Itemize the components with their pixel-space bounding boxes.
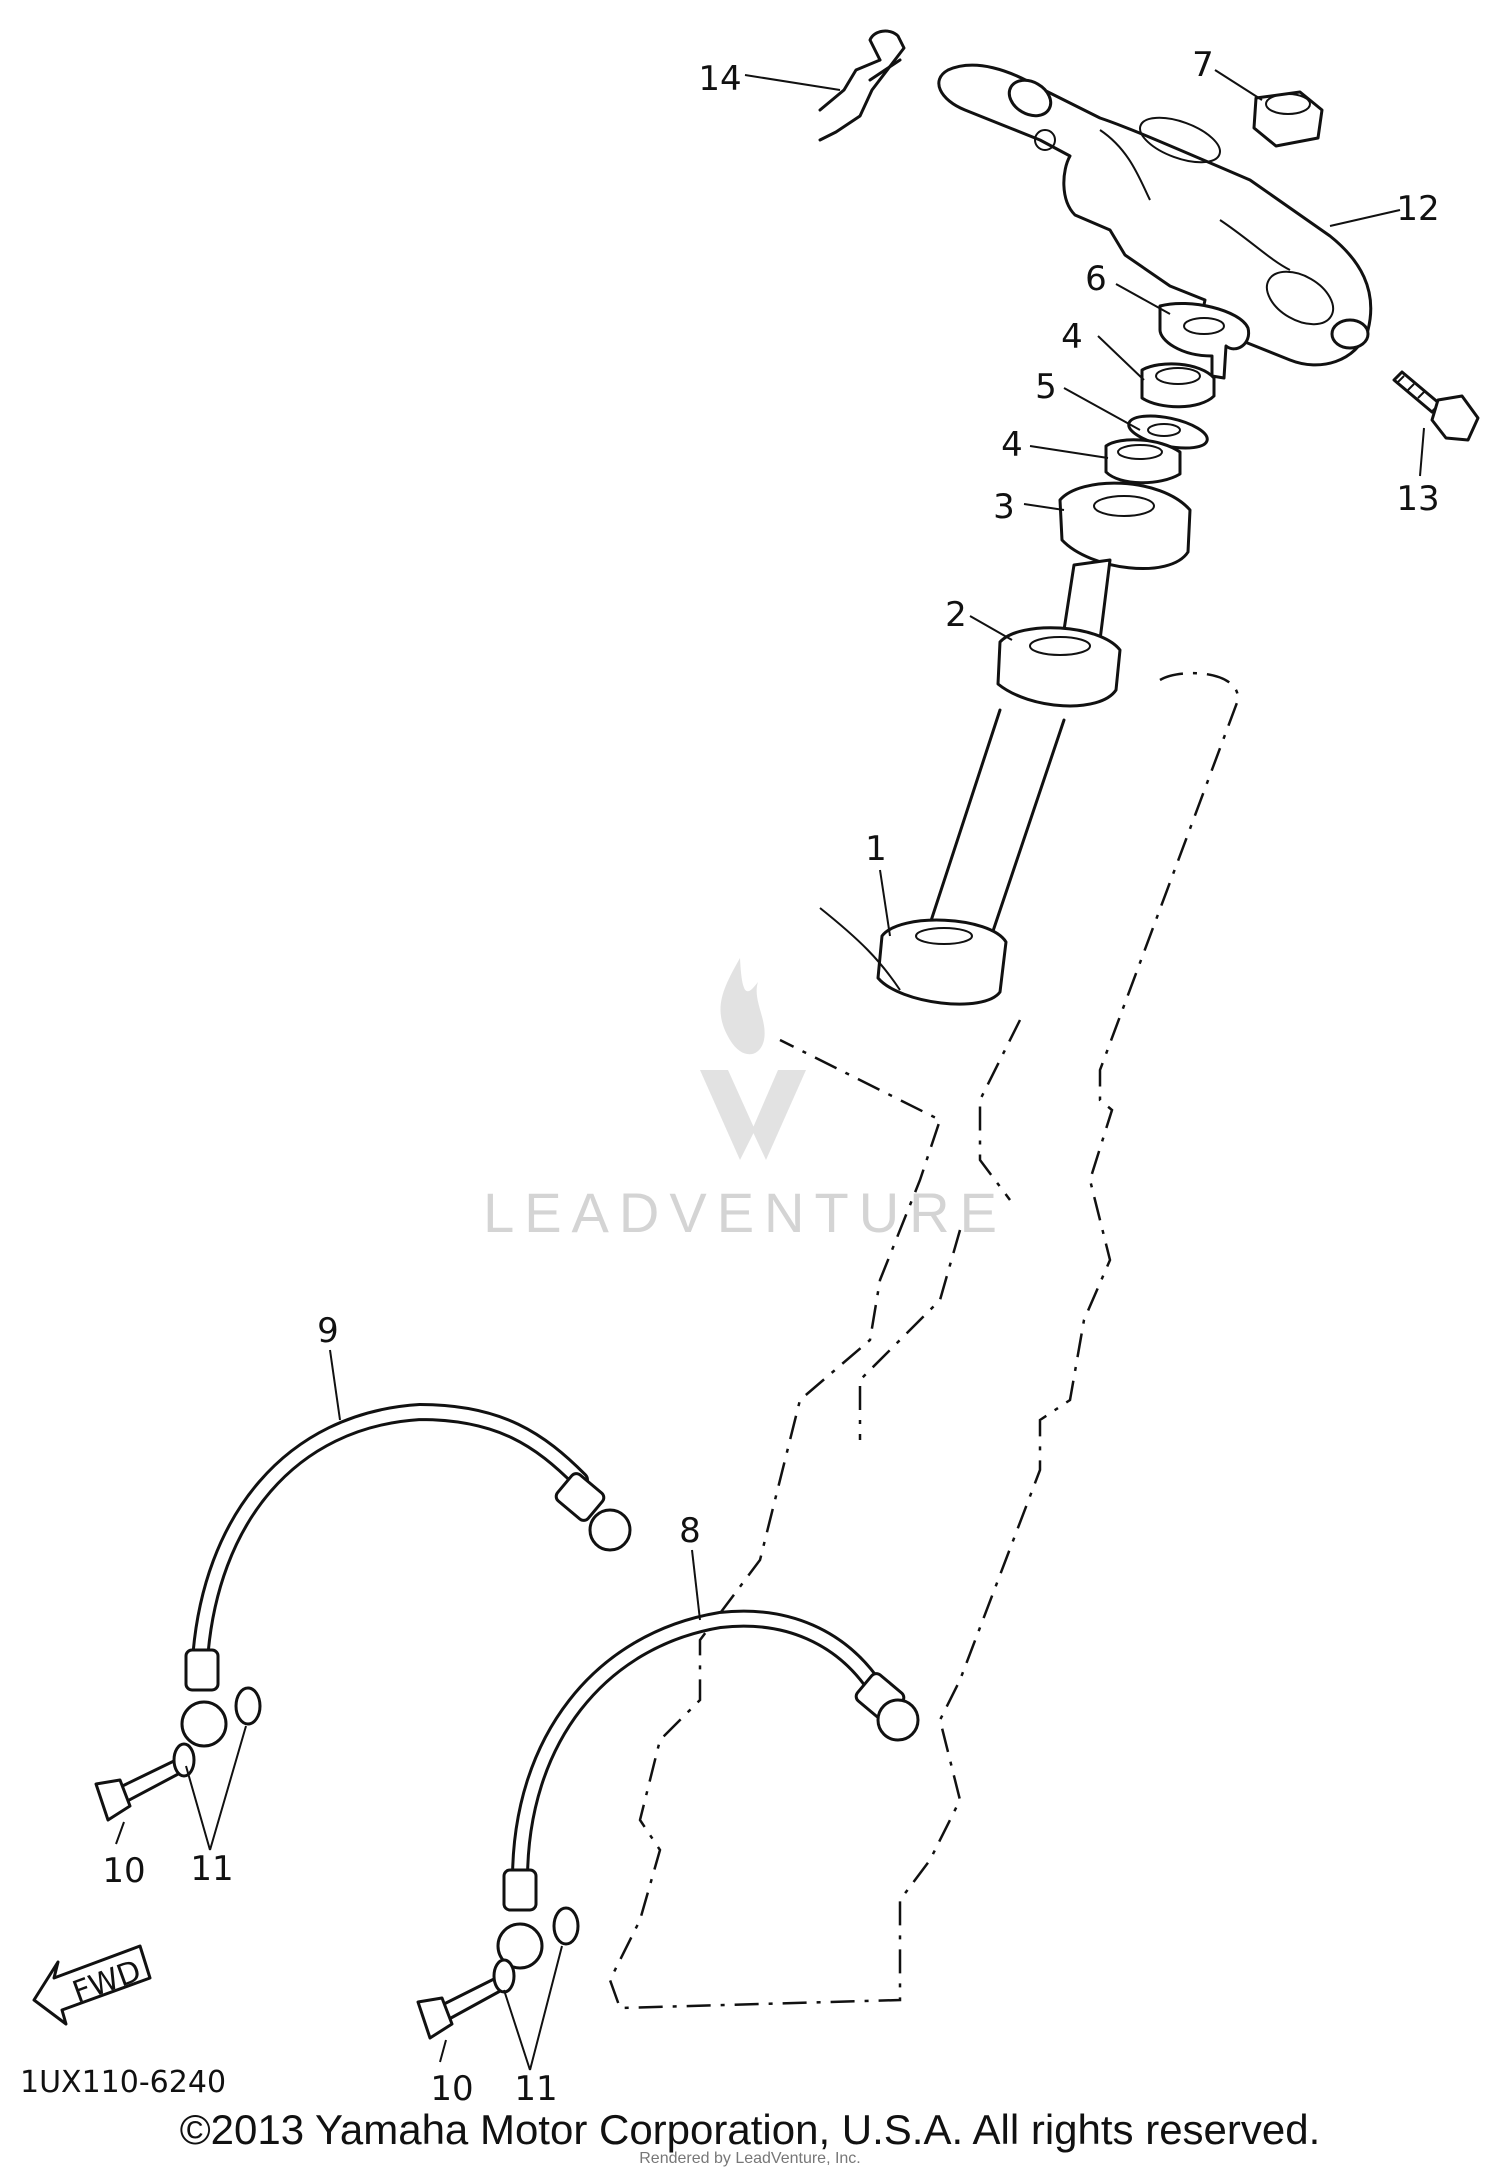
upper-bracket <box>937 63 1373 367</box>
cable-clip <box>818 29 906 142</box>
callout-10-left: 10 <box>102 1851 145 1891</box>
callout-13: 13 <box>1396 479 1439 519</box>
union-bolt-left <box>94 1686 262 1822</box>
diagram-code: 1UX110-6240 <box>20 2065 226 2100</box>
fork-outline <box>608 671 1240 2010</box>
callout-11-right: 11 <box>514 2069 557 2109</box>
callout-8: 8 <box>679 1511 701 1551</box>
callout-4-upper: 4 <box>1061 317 1083 357</box>
ring-nut-upper <box>1140 362 1216 409</box>
callout-4-lower: 4 <box>1001 425 1023 465</box>
watermark-text: LEADVENTURE <box>483 1181 1007 1244</box>
steering-stem <box>876 558 1122 1006</box>
callout-1: 1 <box>865 829 887 869</box>
leader-lines <box>115 69 1425 2071</box>
render-credit: Rendered by LeadVenture, Inc. <box>639 2150 861 2167</box>
leadventure-logo-icon <box>700 958 806 1160</box>
brake-hose-upper <box>180 1402 632 1748</box>
upper-bearing <box>996 626 1122 708</box>
watermark: LEADVENTURE <box>483 958 1007 1244</box>
ring-nut-lower <box>1104 438 1182 485</box>
callout-3: 3 <box>993 487 1015 527</box>
callout-10-right: 10 <box>430 2069 473 2109</box>
callout-14: 14 <box>698 59 741 99</box>
callout-12: 12 <box>1396 189 1439 229</box>
callout-6: 6 <box>1085 259 1107 299</box>
union-bolt-right <box>416 1906 580 2040</box>
callout-5: 5 <box>1035 367 1057 407</box>
copyright-notice: ©2013 Yamaha Motor Corporation, U.S.A. A… <box>179 2106 1321 2153</box>
lower-bearing <box>876 918 1008 1006</box>
callout-9: 9 <box>317 1311 339 1351</box>
callout-7: 7 <box>1192 45 1214 85</box>
brake-hose-lower <box>496 1609 920 1970</box>
callouts: 14 7 12 6 4 5 4 3 2 1 13 9 8 10 11 10 11 <box>102 45 1439 2109</box>
lock-washer <box>1158 302 1251 380</box>
callout-2: 2 <box>945 595 967 635</box>
cap-nut <box>1252 90 1324 148</box>
pinch-bolt <box>1392 370 1480 442</box>
callout-11-left: 11 <box>190 1849 233 1889</box>
bearing-cover <box>1058 481 1192 570</box>
forward-arrow-icon: FWD <box>32 1944 152 2026</box>
